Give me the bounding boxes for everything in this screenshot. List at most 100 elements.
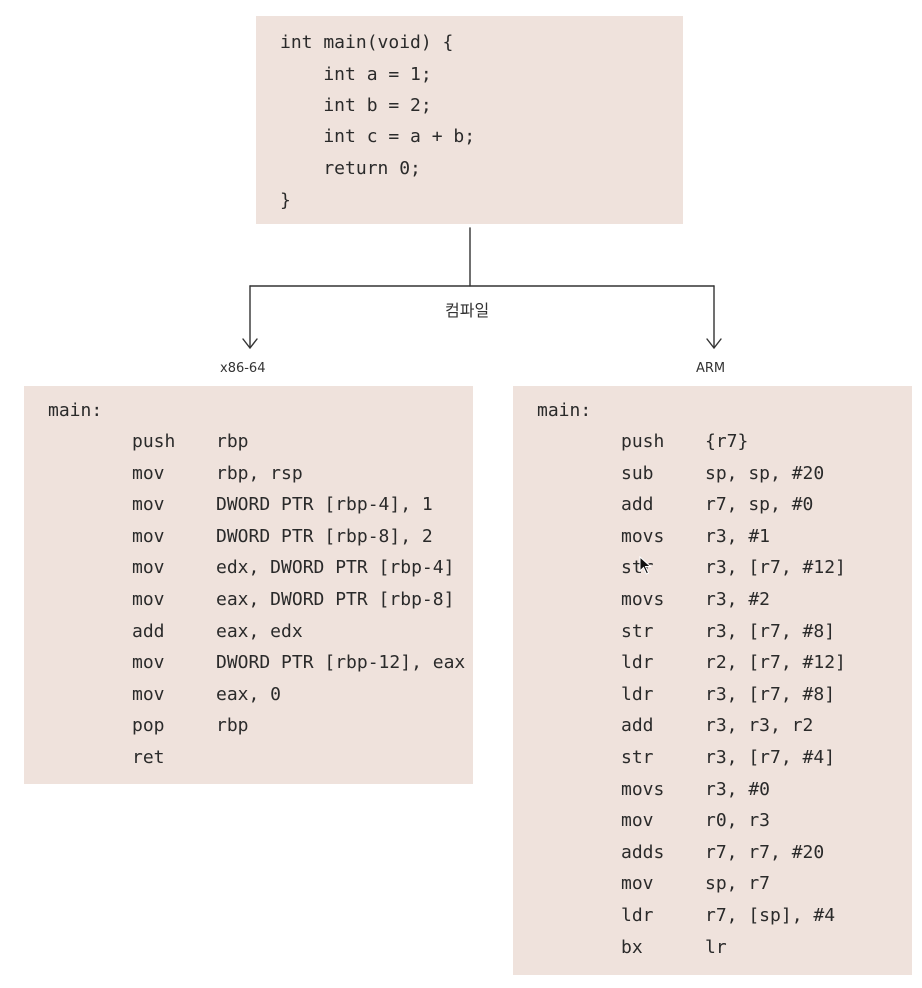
instruction-operands: r7, sp, #0 — [705, 494, 814, 516]
source-line: int main(void) { — [280, 32, 454, 53]
instruction-operands: rbp, rsp — [216, 462, 303, 484]
arm-instruction-row: ldr r7, [sp], #4 — [513, 906, 912, 938]
instruction-operands: r3, #0 — [705, 778, 771, 800]
instruction-opcode: mov — [621, 810, 654, 832]
source-line: int c = a + b; — [280, 126, 476, 147]
x86-instruction-row: mov edx, DWORD PTR [rbp-4] — [24, 558, 473, 590]
arm-instruction-row: bx lr — [513, 936, 912, 970]
instruction-operands: eax, 0 — [216, 683, 282, 705]
instruction-operands: r3, [r7, #8] — [705, 620, 836, 642]
instruction-operands: sp, r7 — [705, 873, 771, 895]
instruction-opcode: mov — [621, 873, 654, 895]
arm-instruction-row: movs r3, #1 — [513, 525, 912, 559]
instruction-opcode: push — [621, 431, 665, 452]
instruction-operands: r2, [r7, #12] — [705, 652, 846, 674]
instruction-operands: r3, #1 — [705, 525, 771, 547]
instruction-opcode: add — [132, 620, 165, 642]
arm-instruction-row: ldr r3, [r7, #8] — [513, 683, 912, 717]
instruction-opcode: mov — [132, 683, 165, 705]
arm-instruction-row: movs r3, #0 — [513, 778, 912, 812]
arm-instruction-row: movs r3, #2 — [513, 590, 912, 622]
instruction-opcode: push — [132, 431, 176, 452]
instruction-opcode: ldr — [621, 905, 654, 926]
left-arrow-icon — [242, 338, 258, 350]
instruction-opcode: mov — [132, 652, 165, 674]
arm-instruction-row: push {r7} — [513, 432, 912, 464]
arm-main-label: main: — [537, 400, 592, 421]
instruction-opcode: mov — [132, 525, 165, 547]
mouse-cursor-icon — [639, 556, 652, 575]
x86-instruction-row: add eax, edx — [24, 620, 473, 654]
instruction-opcode: str — [621, 747, 654, 768]
instruction-opcode: mov — [132, 462, 165, 484]
instruction-operands: {r7} — [705, 431, 749, 452]
instruction-operands: r7, r7, #20 — [705, 841, 825, 863]
source-line: int b = 2; — [280, 95, 432, 116]
instruction-operands: DWORD PTR [rbp-4], 1 — [216, 494, 433, 516]
source-code-box: int main(void) { int a = 1; int b = 2; i… — [256, 16, 683, 224]
instruction-opcode: movs — [621, 778, 665, 800]
arm-instruction-row: mov r0, r3 — [513, 811, 912, 843]
instruction-opcode: mov — [132, 557, 165, 579]
instruction-opcode: sub — [621, 462, 654, 484]
instruction-operands: r3, [r7, #8] — [705, 683, 836, 705]
instruction-opcode: ldr — [621, 683, 654, 705]
compile-label: 컴파일 — [445, 301, 490, 320]
instruction-opcode: adds — [621, 841, 665, 863]
instruction-operands: eax, edx — [216, 620, 303, 642]
instruction-opcode: mov — [132, 494, 165, 516]
instruction-operands: r3, [r7, #4] — [705, 747, 836, 768]
arm-instruction-row: str r3, [r7, #4] — [513, 748, 912, 780]
x86-arch-label: x86-64 — [220, 361, 266, 376]
right-arrow-icon — [706, 338, 722, 350]
instruction-operands: rbp — [216, 431, 249, 452]
x86-main-label: main: — [48, 400, 103, 421]
instruction-opcode: mov — [132, 589, 165, 610]
arm-instruction-row: str r3, [r7, #8] — [513, 620, 912, 654]
x86-instruction-row: push rbp — [24, 432, 473, 464]
instruction-opcode: movs — [621, 589, 665, 610]
x86-instruction-row: mov rbp, rsp — [24, 462, 473, 496]
instruction-operands: r3, [r7, #12] — [705, 557, 846, 579]
instruction-operands: DWORD PTR [rbp-8], 2 — [216, 525, 433, 547]
instruction-operands: r7, [sp], #4 — [705, 905, 836, 926]
instruction-operands: lr — [705, 936, 727, 958]
instruction-operands: r3, #2 — [705, 589, 771, 610]
source-line: int a = 1; — [280, 64, 432, 85]
instruction-operands: r3, r3, r2 — [705, 715, 814, 737]
x86-instruction-row: ret — [24, 748, 473, 780]
arm-instruction-row: add r7, sp, #0 — [513, 495, 912, 527]
instruction-operands: eax, DWORD PTR [rbp-8] — [216, 589, 455, 610]
instruction-opcode: bx — [621, 936, 643, 958]
x86-instruction-row: mov DWORD PTR [rbp-12], eax — [24, 653, 473, 685]
instruction-opcode: add — [621, 494, 654, 516]
arm-arch-label: ARM — [696, 361, 726, 376]
instruction-opcode: ldr — [621, 652, 654, 674]
arm-assembly-box: main: push {r7} sub sp, sp, #20 add r7, sp, #… — [513, 386, 912, 975]
instruction-opcode: ret — [132, 747, 165, 768]
instruction-opcode: movs — [621, 525, 665, 547]
instruction-operands: rbp — [216, 715, 249, 737]
arm-instruction-row: sub sp, sp, #20 — [513, 462, 912, 496]
instruction-operands: DWORD PTR [rbp-12], eax — [216, 652, 466, 674]
compile-connector — [242, 227, 722, 350]
x86-instruction-row: mov eax, DWORD PTR [rbp-8] — [24, 590, 473, 622]
x86-instruction-row: mov eax, 0 — [24, 683, 473, 717]
instruction-operands: edx, DWORD PTR [rbp-4] — [216, 557, 455, 579]
source-line: return 0; — [280, 158, 421, 179]
instruction-opcode: str — [621, 620, 654, 642]
source-line: } — [280, 190, 291, 211]
instruction-operands: r0, r3 — [705, 810, 771, 832]
x86-instruction-row: pop rbp — [24, 716, 473, 748]
instruction-opcode: add — [621, 715, 654, 737]
arm-instruction-row: mov sp, r7 — [513, 874, 912, 906]
instruction-operands: sp, sp, #20 — [705, 462, 825, 484]
instruction-opcode: pop — [132, 715, 165, 737]
x86-instruction-row: mov DWORD PTR [rbp-8], 2 — [24, 525, 473, 559]
arm-instruction-row: adds r7, r7, #20 — [513, 841, 912, 875]
arm-instruction-row: ldr r2, [r7, #12] — [513, 653, 912, 685]
arm-instruction-row: add r3, r3, r2 — [513, 716, 912, 748]
x86-instruction-row: mov DWORD PTR [rbp-4], 1 — [24, 495, 473, 527]
